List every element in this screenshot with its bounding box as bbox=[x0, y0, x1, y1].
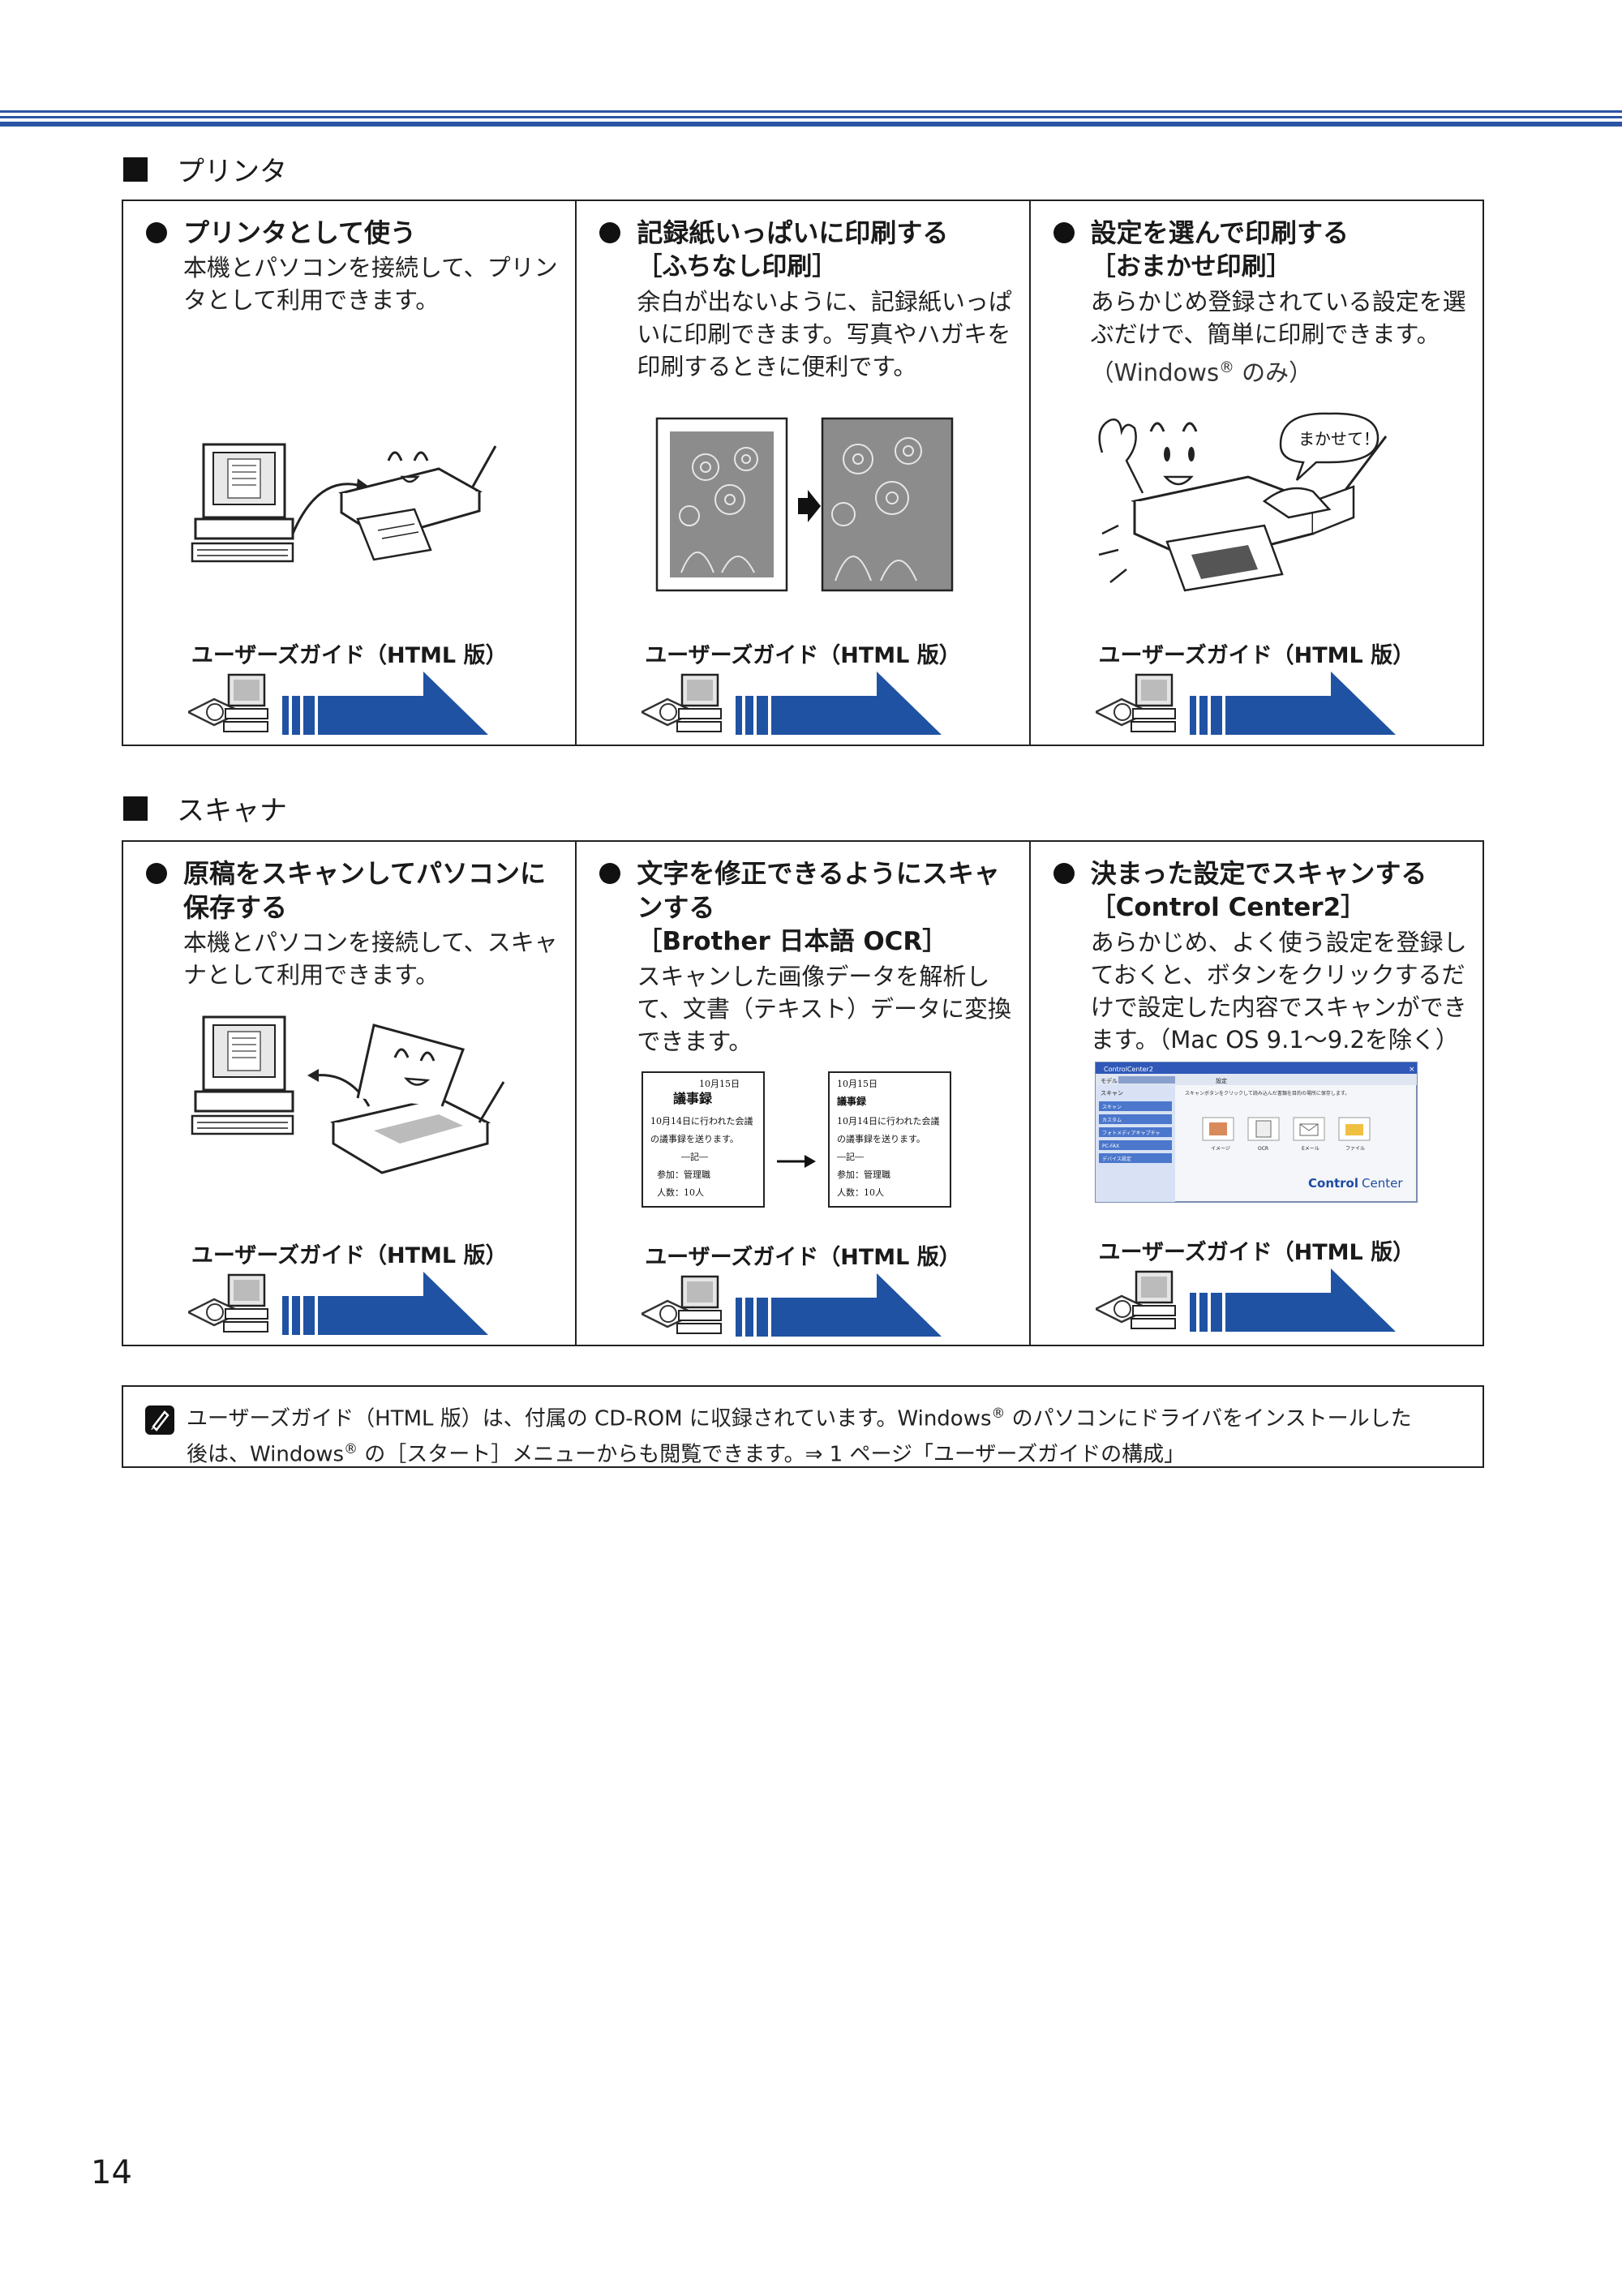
svg-text:×: × bbox=[1409, 1066, 1415, 1074]
settings-label: 設定 bbox=[1216, 1077, 1227, 1084]
note-box: ユーザーズガイド（HTML 版）は、付属の CD-ROM に収録されています。W… bbox=[122, 1385, 1484, 1468]
bullet-icon bbox=[146, 863, 167, 884]
doc-date: 10月15日 bbox=[837, 1079, 878, 1089]
speech-bubble-text: まかせて！ bbox=[1298, 429, 1380, 448]
square-bullet-icon bbox=[123, 796, 148, 821]
doc-line: 人数：10人 bbox=[657, 1187, 704, 1198]
feature-description: あらかじめ登録されている設定を選ぶだけで、簡単に印刷できます。 bbox=[1090, 288, 1466, 348]
app-button-label: Eメール bbox=[1302, 1146, 1319, 1152]
note-line: 後は、Windows® の［スタート］メニューからも閲覧できます。⇒ 1 ページ… bbox=[187, 1440, 1186, 1467]
note-line: ユーザーズガイド（HTML 版）は、付属の CD-ROM に収録されています。W… bbox=[187, 1405, 1412, 1431]
scanner-pc-illustration bbox=[123, 1001, 575, 1195]
section-title: プリンタ bbox=[177, 156, 287, 188]
feature-note: （Windows® のみ） bbox=[1090, 358, 1313, 387]
feature-title: 設定を選んで印刷する bbox=[1090, 217, 1350, 248]
app-description: スキャンボタンをクリックして読み込んだ書類を目的の場所に保存します。 bbox=[1185, 1090, 1350, 1097]
feature-subtitle: ［ふちなし印刷］ bbox=[637, 252, 838, 281]
feature-cell-ocr-scan: 文字を修正できるようにスキャンする ［Brother 日本語 OCR］ スキャン… bbox=[577, 842, 1031, 1345]
guide-reference-label: ユーザーズガイド（HTML 版） bbox=[191, 1243, 508, 1268]
doc-line: ―記― bbox=[681, 1151, 708, 1162]
printer-pc-illustration bbox=[123, 428, 575, 574]
sidebar-item: フォトメディアキャプチャ bbox=[1102, 1130, 1161, 1136]
printer-features-table: プリンタとして使う 本機とパソコンを接続して、プリンタとして利用できます。 bbox=[122, 200, 1484, 746]
bullet-icon bbox=[146, 222, 167, 243]
doc-line: 参加：管理職 bbox=[657, 1169, 710, 1180]
ocr-illustration: 10月15日 議事録 10月14日に行われた会議 の議事録を送ります。 ―記― … bbox=[577, 1066, 1028, 1212]
feature-subtitle: ［Brother 日本語 OCR］ bbox=[637, 927, 948, 956]
section-heading-printer: プリンタ bbox=[123, 149, 287, 189]
feature-cell-scan-to-pc: 原稿をスキャンしてパソコンに保存する 本機とパソコンを接続して、スキャナとして利… bbox=[123, 842, 577, 1345]
guide-reference-label: ユーザーズガイド（HTML 版） bbox=[645, 1245, 961, 1270]
feature-description: あらかじめ、よく使う設定を登録しておくと、ボタンをクリックするだけで設定した内容… bbox=[1090, 929, 1467, 1054]
brand-bold: Control bbox=[1308, 1176, 1358, 1191]
feature-cell-print: プリンタとして使う 本機とパソコンを接続して、プリンタとして利用できます。 bbox=[123, 201, 577, 745]
doc-line: の議事録を送ります。 bbox=[837, 1133, 925, 1144]
guide-reference-label: ユーザーズガイド（HTML 版） bbox=[645, 643, 961, 668]
memo-note-icon bbox=[144, 1405, 175, 1444]
bullet-icon bbox=[599, 222, 621, 243]
square-bullet-icon bbox=[123, 157, 148, 182]
feature-description: スキャンした画像データを解析して、文書（テキスト）データに変換できます。 bbox=[637, 963, 1012, 1055]
control-center-screenshot: ControlCenter2 × モデル 設定 スキャン スキャン カスタム フ… bbox=[1031, 1061, 1483, 1204]
feature-title: 原稿をスキャンしてパソコンに保存する bbox=[183, 858, 547, 923]
bullet-icon bbox=[1053, 222, 1075, 243]
guide-reference-label: ユーザーズガイド（HTML 版） bbox=[1098, 1240, 1415, 1265]
app-button-label: ファイル bbox=[1345, 1146, 1365, 1152]
guide-arrow-graphic bbox=[1092, 1268, 1420, 1337]
feature-cell-preset-print: 設定を選んで印刷する ［おまかせ印刷］ あらかじめ登録されている設定を選ぶだけで… bbox=[1031, 201, 1483, 745]
guide-reference-label: ユーザーズガイド（HTML 版） bbox=[1098, 643, 1415, 668]
bullet-icon bbox=[599, 863, 621, 884]
guide-reference-label: ユーザーズガイド（HTML 版） bbox=[191, 643, 508, 668]
page-number: 14 bbox=[91, 2154, 132, 2191]
doc-line: 10月14日に行われた会議 bbox=[837, 1115, 939, 1127]
guide-arrow-graphic bbox=[1092, 672, 1420, 740]
doc-heading: 議事録 bbox=[837, 1095, 867, 1107]
feature-cell-borderless-print: 記録紙いっぱいに印刷する ［ふちなし印刷］ 余白が出ないように、記録紙いっぱいに… bbox=[577, 201, 1031, 745]
feature-title: 記録紙いっぱいに印刷する bbox=[637, 217, 949, 248]
feature-title: プリンタとして使う bbox=[183, 217, 417, 248]
doc-line: 人数：10人 bbox=[837, 1187, 884, 1198]
sidebar-item: スキャン bbox=[1102, 1105, 1122, 1110]
feature-description: 本機とパソコンを接続して、プリンタとして利用できます。 bbox=[183, 254, 558, 314]
borderless-print-illustration bbox=[577, 410, 1028, 597]
sidebar-item: デバイス設定 bbox=[1102, 1156, 1131, 1162]
feature-cell-control-center: 決まった設定でスキャンする ［Control Center2］ あらかじめ、よく… bbox=[1031, 842, 1483, 1345]
preset-print-illustration: まかせて！ bbox=[1031, 396, 1483, 615]
scanner-features-table: 原稿をスキャンしてパソコンに保存する 本機とパソコンを接続して、スキャナとして利… bbox=[122, 840, 1484, 1346]
feature-subtitle: ［Control Center2］ bbox=[1090, 893, 1367, 922]
app-button-label: OCR bbox=[1258, 1146, 1268, 1152]
section-title: スキャナ bbox=[177, 795, 287, 827]
sidebar-item: カスタム bbox=[1102, 1117, 1122, 1123]
doc-line: 参加：管理職 bbox=[837, 1169, 890, 1180]
guide-arrow-graphic bbox=[639, 672, 966, 740]
doc-line: ―記― bbox=[837, 1151, 864, 1162]
guide-arrow-graphic bbox=[639, 1273, 966, 1341]
doc-heading: 議事録 bbox=[673, 1091, 713, 1106]
doc-date: 10月15日 bbox=[699, 1079, 740, 1089]
guide-arrow-graphic bbox=[186, 672, 513, 740]
bullet-icon bbox=[1053, 863, 1075, 884]
feature-description: 余白が出ないように、記録紙いっぱいに印刷できます。写真やハガキを印刷するときに便… bbox=[637, 288, 1012, 380]
feature-subtitle: ［おまかせ印刷］ bbox=[1090, 252, 1292, 281]
window-title: ControlCenter2 bbox=[1104, 1066, 1153, 1073]
doc-line: 10月14日に行われた会議 bbox=[650, 1115, 753, 1127]
feature-title: 決まった設定でスキャンする bbox=[1090, 858, 1427, 889]
section-heading-scanner: スキャナ bbox=[123, 788, 287, 828]
model-label: モデル bbox=[1101, 1077, 1118, 1084]
app-button-label: イメージ bbox=[1211, 1146, 1230, 1152]
doc-line: の議事録を送ります。 bbox=[650, 1133, 739, 1144]
feature-description: 本機とパソコンを接続して、スキャナとして利用できます。 bbox=[183, 929, 558, 989]
guide-arrow-graphic bbox=[186, 1272, 513, 1340]
brand-light: Center bbox=[1362, 1176, 1403, 1191]
sidebar-title: スキャン bbox=[1101, 1090, 1123, 1097]
header-rule bbox=[0, 110, 1622, 127]
feature-title: 文字を修正できるようにスキャンする bbox=[637, 858, 1000, 923]
sidebar-item: PC-FAX bbox=[1102, 1144, 1119, 1149]
